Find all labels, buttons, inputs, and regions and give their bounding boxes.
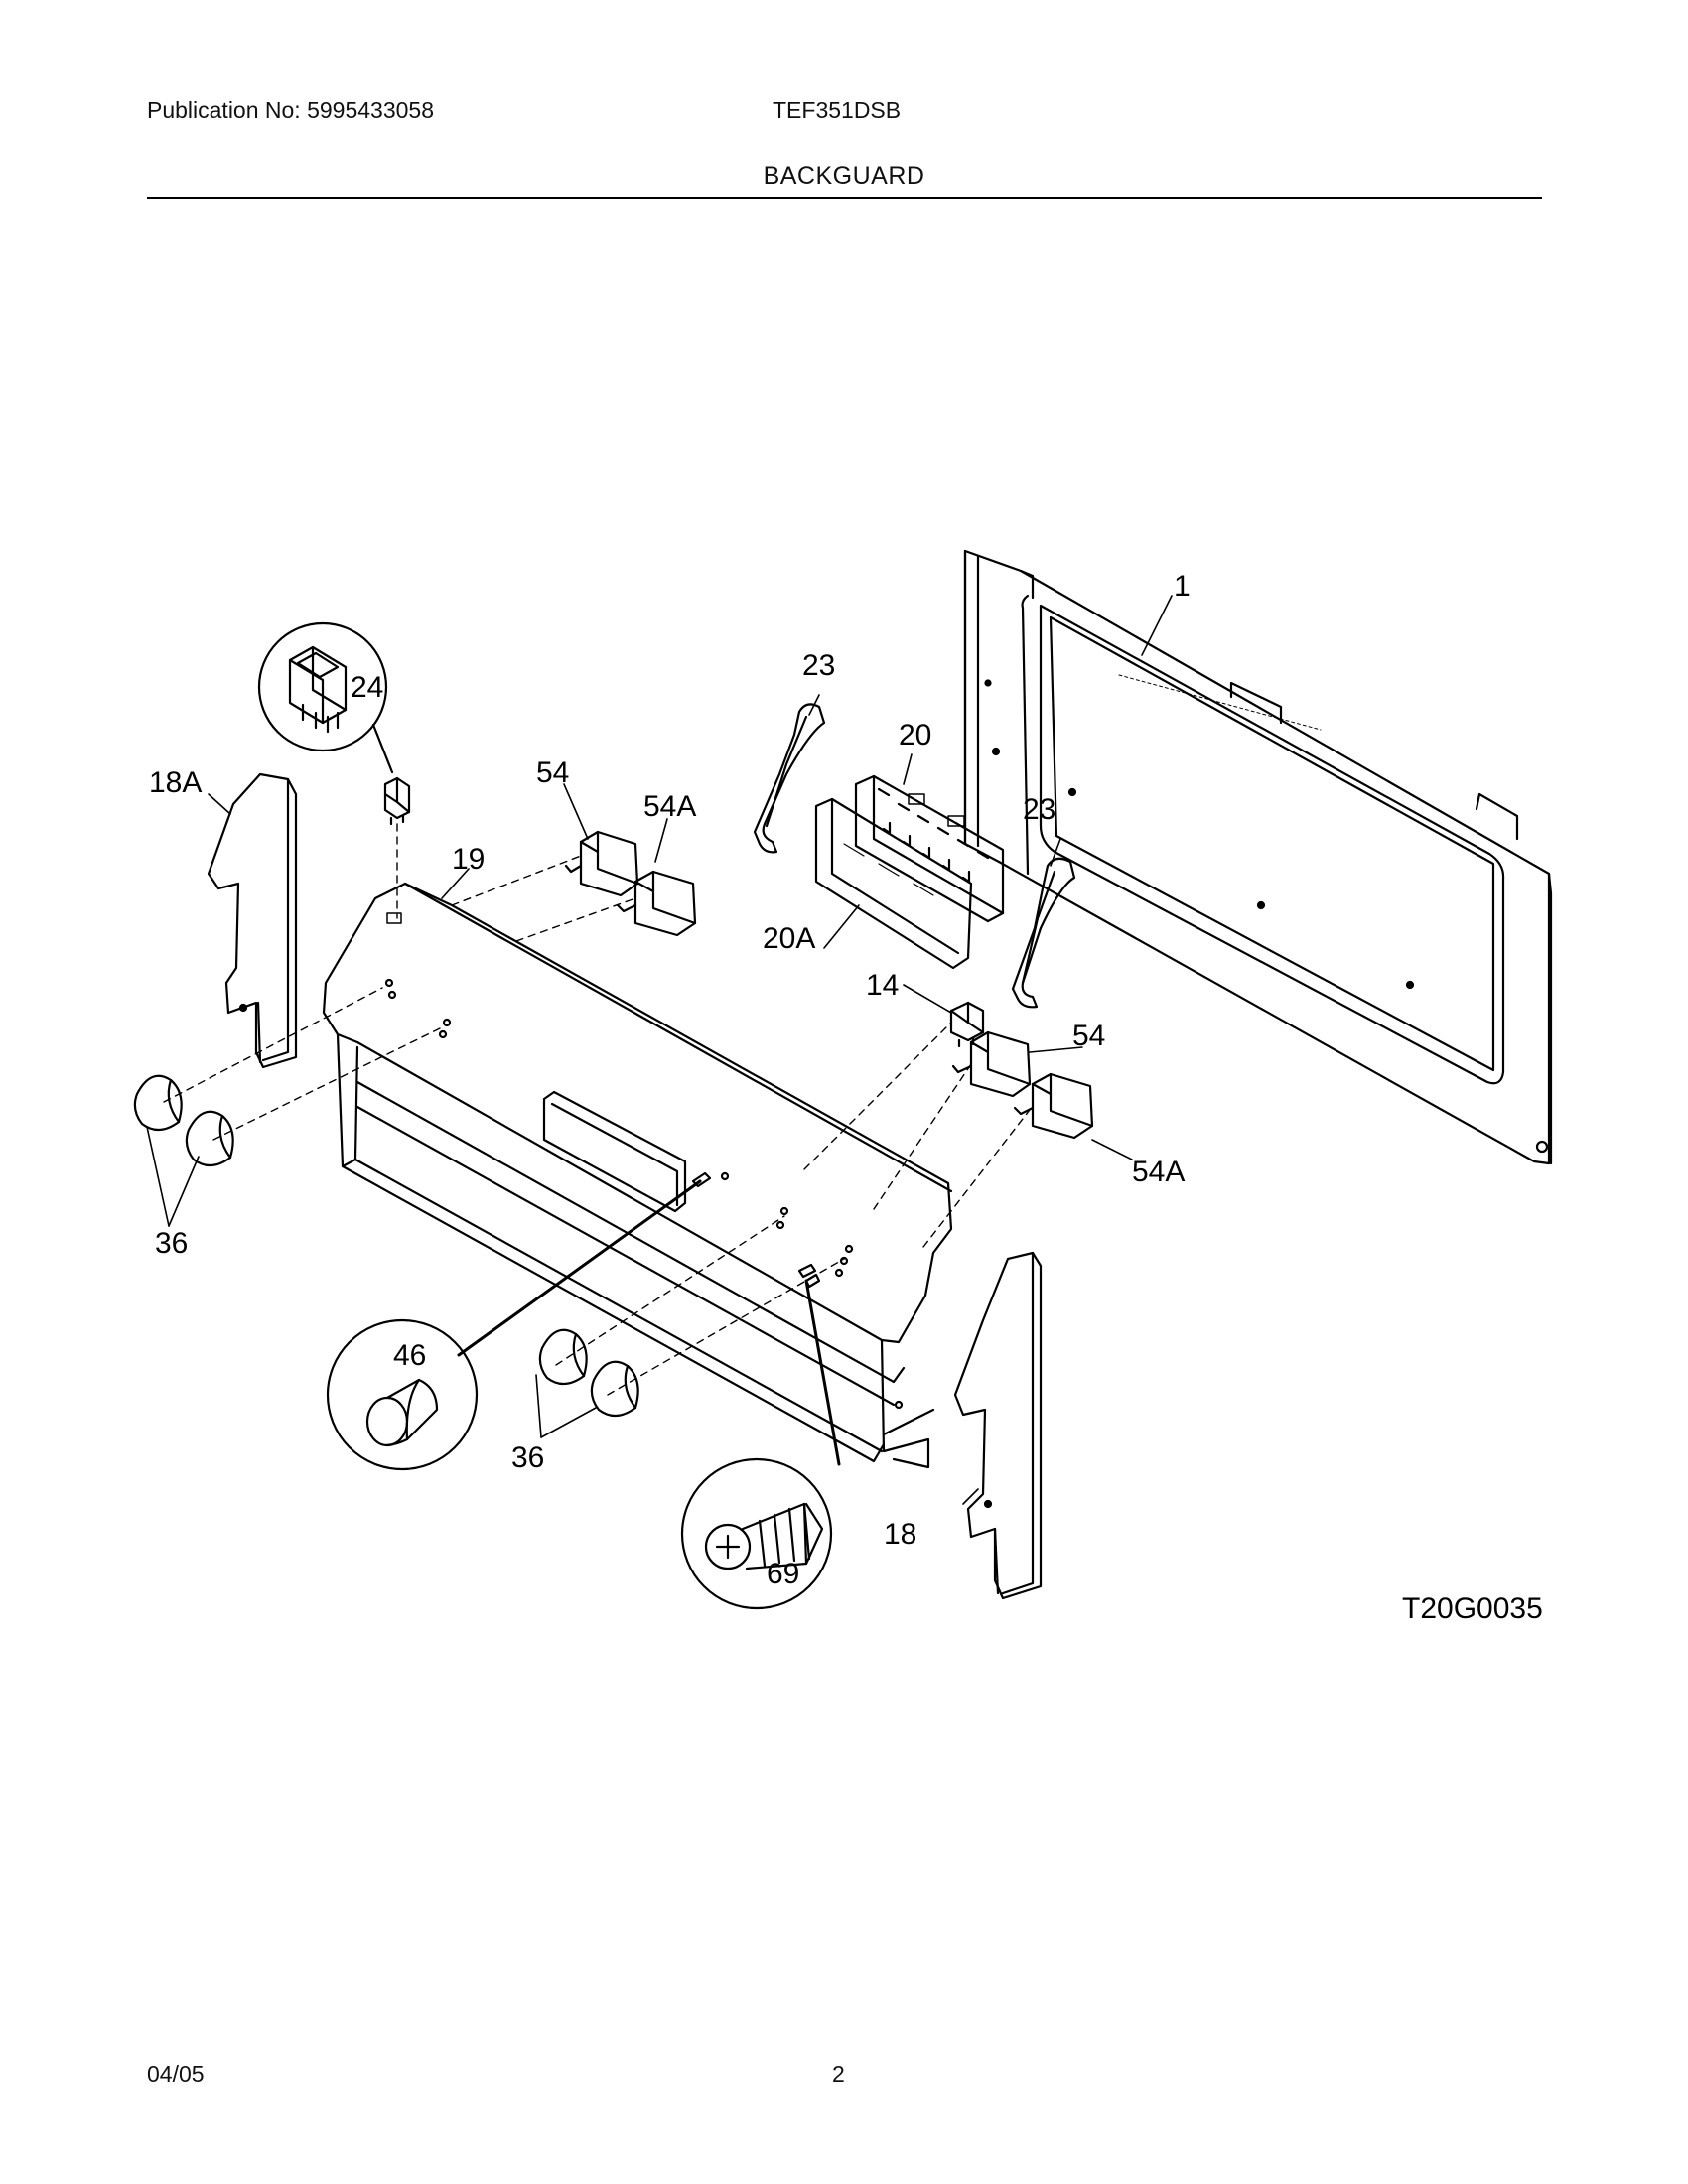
knob-left-1 (133, 1074, 183, 1132)
callout-36-left: 36 (155, 1227, 188, 1260)
header-rule (147, 197, 1542, 199)
callout-23-left: 23 (802, 649, 835, 682)
figure-code: T20G0035 (1402, 1592, 1543, 1625)
model-number: TEF351DSB (773, 97, 902, 123)
detail-46-push-button (326, 1318, 479, 1471)
leader-lines (146, 595, 1173, 1505)
backguard-rear-panel (963, 549, 1553, 1165)
bracket-left (753, 703, 826, 854)
switch-54-top (564, 830, 639, 897)
control-board (854, 774, 1005, 923)
detail-69-screw (680, 1457, 833, 1610)
section-title: BACKGUARD (763, 162, 925, 190)
footer-date: 04/05 (147, 2061, 205, 2087)
footer-page-number: 2 (832, 2061, 845, 2087)
callout-14: 14 (866, 969, 899, 1002)
callout-54-top: 54 (536, 756, 569, 789)
callout-36-center: 36 (511, 1441, 544, 1474)
end-cap-right (953, 1251, 1043, 1600)
callout-19: 19 (452, 843, 485, 876)
callout-54a-right: 54A (1132, 1156, 1185, 1188)
knob-left-2 (185, 1110, 234, 1167)
switch-54a-top (616, 870, 697, 937)
bracket-right (1011, 857, 1076, 1009)
callout-46: 46 (393, 1339, 426, 1372)
overlay-20a (814, 797, 973, 970)
callout-20a: 20A (763, 922, 815, 955)
callout-54a-top: 54A (643, 790, 696, 823)
switch-54-right (951, 1030, 1032, 1098)
callout-20: 20 (899, 719, 931, 751)
knob-center-2 (590, 1360, 639, 1418)
end-cap-left (207, 772, 298, 1069)
knob-center-1 (538, 1328, 588, 1386)
callout-69: 69 (767, 1558, 799, 1590)
control-panel (322, 882, 953, 1469)
callout-24: 24 (351, 671, 383, 704)
callout-54-right: 54 (1072, 1020, 1105, 1052)
callout-1: 1 (1174, 570, 1191, 603)
detail-24-rocker-switch (257, 621, 411, 826)
callout-23-right: 23 (1023, 793, 1055, 826)
alignment-lines (163, 823, 1034, 1396)
switch-14 (949, 1001, 985, 1048)
callout-18a: 18A (149, 766, 202, 799)
switch-54a-right (1013, 1072, 1094, 1140)
callout-18: 18 (884, 1518, 916, 1551)
publication-number: Publication No: 5995433058 (147, 97, 435, 123)
